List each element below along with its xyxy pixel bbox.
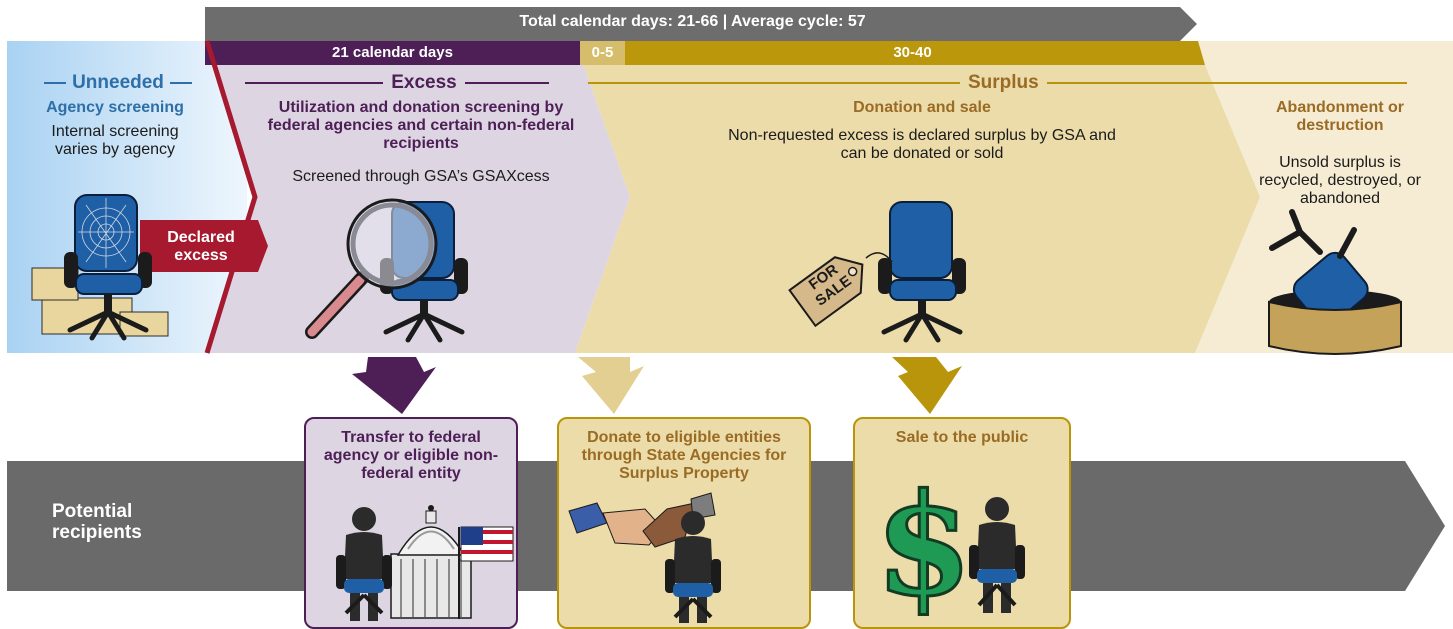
recipient-sale-title: Sale to the public — [895, 429, 1029, 446]
recipient-box-sale: Sale to the public $ — [853, 417, 1071, 629]
excess-title-rule-left — [245, 82, 384, 84]
capitol-icon — [390, 505, 472, 619]
excess-title: Excess — [228, 72, 566, 94]
declared-excess-divider — [204, 40, 258, 354]
unneeded-title: Unneeded — [28, 72, 208, 94]
excess-illustration — [305, 198, 468, 343]
declared-excess-arrow — [140, 220, 268, 272]
dollar-sign-icon: $ — [874, 464, 974, 628]
abandonment-band — [1195, 41, 1453, 353]
excess-duration-label: 21 calendar days — [332, 44, 453, 61]
surplus-duration-label: 30-40 — [893, 44, 932, 61]
excess-duration-bar — [205, 41, 580, 65]
handshake-icon — [568, 492, 716, 548]
unneeded-title-rule-right — [169, 82, 192, 84]
abandonment-title: Abandonment or destruction — [1276, 99, 1404, 134]
excess-title-rule-right — [464, 82, 549, 84]
gap-duration-bar — [580, 41, 625, 65]
excess-down-arrow — [352, 357, 436, 414]
excess-description: Screened through GSA’s GSAXcess — [292, 168, 550, 185]
total-timeline-bar — [205, 7, 1197, 41]
gap-duration-label: 0-5 — [591, 44, 614, 61]
donate-down-arrow — [578, 357, 644, 414]
surplus-description: Non-requested excess is declared surplus… — [728, 127, 1116, 162]
person-icon — [665, 511, 721, 623]
surplus-illustration — [788, 201, 966, 343]
surplus-duration-bar — [625, 41, 1205, 65]
declared-excess-label: Declared excess — [167, 229, 235, 264]
surplus-title-rule-right — [1046, 82, 1407, 84]
recipient-federal-title: Transfer to federal agency or eligible n… — [323, 429, 499, 482]
abandonment-description: Unsold surplus is recycled, destroyed, o… — [1259, 154, 1421, 207]
excess-title-text: Excess — [391, 72, 457, 93]
excess-subtitle: Utilization and donation screening by fe… — [267, 99, 575, 152]
person-icon — [336, 507, 392, 621]
surplus-title-text: Surplus — [968, 72, 1039, 93]
surplus-subtitle: Donation and sale — [853, 99, 991, 116]
unneeded-title-rule-left — [44, 82, 67, 84]
person-icon — [969, 497, 1025, 613]
potential-recipients-label: Potential recipients — [52, 501, 142, 544]
surplus-band — [575, 41, 1260, 353]
federal-transfer-illustration — [336, 505, 514, 621]
excess-band — [205, 41, 630, 353]
surplus-title: Surplus — [588, 72, 1453, 94]
total-timeline-label: Total calendar days: 21-66 | Average cyc… — [519, 13, 866, 30]
surplus-title-rule-left — [588, 82, 960, 84]
sale-down-arrow — [892, 357, 962, 414]
recipient-donate-title: Donate to eligible entities through Stat… — [581, 429, 787, 482]
abandonment-illustration — [1268, 209, 1402, 355]
donate-illustration — [568, 492, 721, 623]
recipient-box-donate: Donate to eligible entities through Stat… — [557, 417, 811, 629]
unneeded-description: Internal screening varies by agency — [51, 123, 179, 158]
sale-illustration — [969, 497, 1025, 613]
unneeded-title-text: Unneeded — [72, 72, 164, 93]
recipient-box-federal-transfer: Transfer to federal agency or eligible n… — [304, 417, 518, 629]
american-flag-icon — [458, 526, 514, 619]
unneeded-illustration — [31, 194, 169, 341]
unneeded-subtitle: Agency screening — [46, 99, 184, 116]
